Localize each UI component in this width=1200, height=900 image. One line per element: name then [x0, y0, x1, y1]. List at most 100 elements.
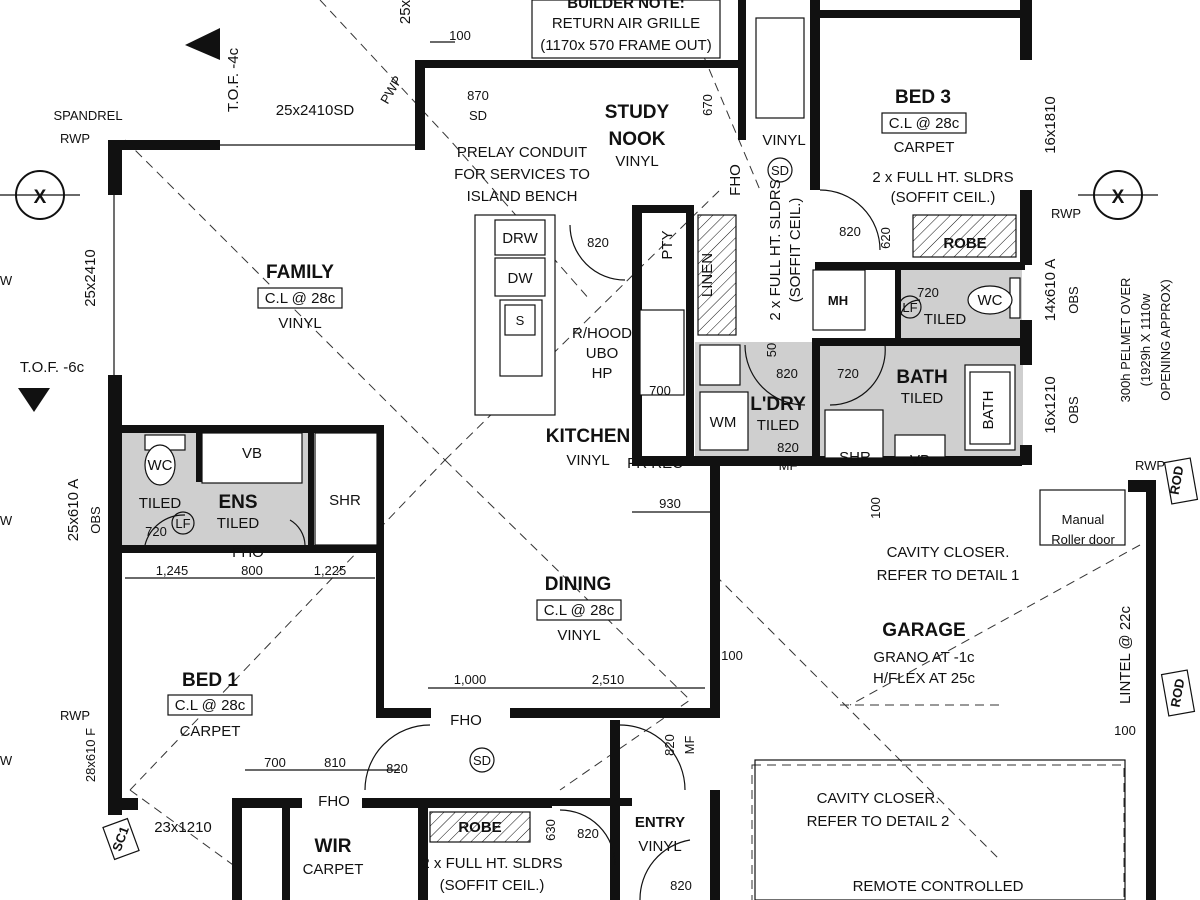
room-study-name-2: NOOK: [609, 129, 666, 150]
room-bath-floor: TILED: [901, 390, 944, 407]
room-dining-floor: VINYL: [557, 627, 600, 644]
rwp-note-nw: RWP: [60, 131, 90, 146]
vb-label-bath: VB: [910, 452, 930, 469]
wc-ens-floor: TILED: [139, 495, 182, 512]
room-garage-floor-2: H/FLEX AT 25c: [873, 670, 975, 687]
dim-620-bed3: 620: [878, 227, 893, 249]
window-16x1210: 16x1210: [1042, 376, 1059, 434]
obs-label-3: OBS: [88, 506, 103, 534]
dim-720-bath: 720: [837, 366, 859, 381]
cavity-note-2a: CAVITY CLOSER.: [817, 790, 940, 807]
fixture-labels: DRW DW S PTY LINEN MH WC WC LF LF VB VB …: [148, 163, 1003, 836]
return-air-note: RETURN AIR GRILLE: [552, 15, 700, 32]
rod-badge-top: ROD: [1167, 465, 1187, 496]
dim-1225: 1,225: [314, 563, 347, 578]
pelmet-note-1: 300h PELMET OVER: [1118, 278, 1133, 403]
dimension-lines: [125, 41, 712, 771]
room-bed3-name: BED 3: [895, 87, 951, 108]
pwp-note: PWP: [377, 73, 405, 106]
section-markers: [0, 28, 1158, 773]
dim-700-bed1: 700: [264, 755, 286, 770]
sd-label-hall: SD: [473, 753, 491, 768]
dim-50: 50: [764, 343, 779, 357]
rhood-label: R/HOOD: [572, 325, 632, 342]
dim-1000: 1,000: [454, 672, 487, 687]
window-16x1810: 16x1810: [1042, 96, 1059, 154]
lf-label-ens: LF: [175, 516, 190, 531]
rod-badge-bottom: ROD: [1168, 677, 1188, 708]
manual-note: Manual: [1062, 512, 1105, 527]
dim-820-bed2: 820: [577, 826, 599, 841]
room-study-name-1: STUDY: [605, 102, 670, 123]
w-label-1: W: [0, 273, 13, 288]
rwp-note-sw: RWP: [60, 708, 90, 723]
room-kitchen-name: KITCHEN: [546, 426, 630, 447]
bed2-sliders-note-1: 2 x FULL HT. SLDRS: [421, 855, 562, 872]
vb-label-ens: VB: [242, 445, 262, 462]
fho-label-ens: FHO: [232, 544, 264, 561]
tof-4-note: T.O.F. -4c: [225, 47, 242, 112]
fridge-recess-label: FR REC: [627, 455, 683, 472]
drw-label: DRW: [502, 230, 538, 247]
prelay-note-3: ISLAND BENCH: [467, 188, 578, 205]
obs-label-2: OBS: [1066, 396, 1081, 424]
room-bed1-ceiling: C.L @ 28c: [175, 697, 246, 714]
bed3-robe-note-1: 2 x FULL HT. SLDRS: [872, 169, 1013, 186]
dim-930: 930: [659, 496, 681, 511]
dim-mf-laundry: MF: [779, 458, 798, 473]
room-bed3-ceiling: C.L @ 28c: [889, 115, 960, 132]
room-bath-name: BATH: [896, 367, 947, 388]
dim-2510: 2,510: [592, 672, 625, 687]
room-wir-floor: CARPET: [303, 861, 364, 878]
dim-820-bed3: 820: [839, 224, 861, 239]
window-23x1210: 23x1210: [154, 819, 212, 836]
dim-mf-entry: MF: [682, 736, 697, 755]
dim-700-kitchen: 700: [649, 383, 671, 398]
shr-label-ens: SHR: [329, 492, 361, 509]
hp-label: HP: [592, 365, 613, 382]
lintel-note: LINTEL @ 22c: [1117, 605, 1134, 704]
dim-870-sd: SD: [469, 108, 487, 123]
rwp-note-garage: RWP: [1135, 458, 1165, 473]
dim-720-wc: 720: [917, 285, 939, 300]
window-14x610: 14x610 A: [1042, 259, 1059, 322]
cavity-note-2b: REFER TO DETAIL 2: [807, 813, 950, 830]
room-garage-floor-1: GRANO AT -1c: [873, 649, 975, 666]
robe-label-bed2: ROBE: [458, 819, 501, 836]
dim-820-front: 820: [670, 878, 692, 893]
rwp-note-ne: RWP: [1051, 206, 1081, 221]
window-25x-top: 25x: [397, 0, 414, 24]
dim-820-kitchen: 820: [587, 235, 609, 250]
dim-820-entry: 820: [662, 734, 677, 756]
pelmet-note-2: (1929h X 1110w: [1138, 293, 1153, 386]
dim-810: 810: [324, 755, 346, 770]
study-corridor-floor: VINYL: [762, 132, 805, 149]
room-family-name: FAMILY: [266, 262, 334, 283]
wc-bath-floor: TILED: [924, 311, 967, 328]
roller-door-note: Roller door: [1051, 532, 1115, 547]
room-laundry-floor: TILED: [757, 417, 800, 434]
sd-label-study: SD: [771, 163, 789, 178]
walls: [108, 0, 1156, 900]
dim-670: 670: [700, 94, 715, 116]
fho-label-wir: FHO: [318, 793, 350, 810]
room-study-floor: VINYL: [615, 153, 658, 170]
room-kitchen-floor: VINYL: [566, 452, 609, 469]
window-25x2410: 25x2410: [82, 249, 99, 307]
fho-label-hall: FHO: [450, 712, 482, 729]
room-family-floor: VINYL: [278, 315, 321, 332]
builder-note: BUILDER NOTE:: [567, 0, 685, 12]
shr-label-laundry: SHR: [839, 449, 871, 466]
dim-630: 630: [543, 819, 558, 841]
tof-6-note: T.O.F. -6c: [20, 359, 85, 376]
dim-100-garage: 100: [868, 497, 883, 519]
dim-100-dining: 100: [721, 648, 743, 663]
window-labels: 25x2410SD 25x2410 25x610 A 28x610 F 23x1…: [65, 0, 1059, 836]
remote-note: REMOTE CONTROLLED: [853, 878, 1024, 895]
room-entry-floor: VINYL: [638, 838, 681, 855]
room-ens-name: ENS: [218, 492, 257, 513]
fixtures: [144, 0, 1126, 900]
section-x-right: X: [1112, 187, 1125, 208]
dimension-labels: 100 870 SD 670 820 820 620 720 50 820 72…: [145, 28, 1136, 893]
